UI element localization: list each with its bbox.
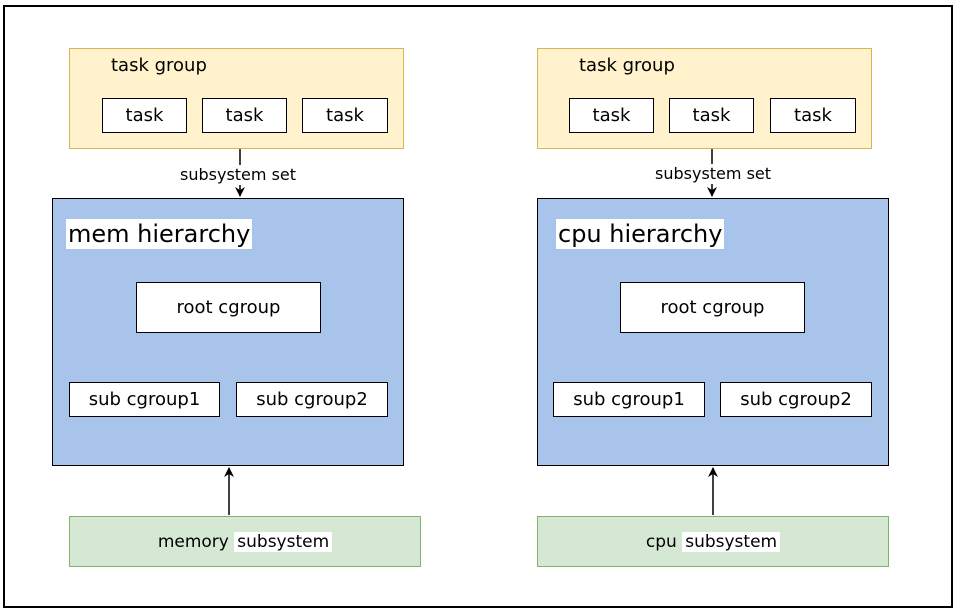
left-task-group-label: task group [111, 55, 207, 76]
right-edge-label: subsystem set [654, 164, 773, 184]
left-sub-cgroup2: sub cgroup2 [236, 382, 388, 417]
right-root-cgroup: root cgroup [620, 282, 805, 333]
left-task-1: task [102, 98, 187, 133]
right-task-group-label: task group [579, 55, 675, 76]
left-subsystem: memory subsystem [69, 516, 421, 567]
right-subsystem: cpu subsystem [537, 516, 889, 567]
left-subsystem-highlight: subsystem [234, 531, 333, 552]
left-task-2: task [202, 98, 287, 133]
left-sub-cgroup1: sub cgroup1 [69, 382, 220, 417]
right-sub-cgroup1: sub cgroup1 [553, 382, 705, 417]
right-task-3: task [770, 98, 856, 133]
right-task-2: task [669, 98, 754, 133]
right-sub-cgroup2: sub cgroup2 [720, 382, 872, 417]
right-hierarchy-label: cpu hierarchy [556, 219, 725, 249]
left-edge-label: subsystem set [179, 165, 298, 185]
left-hierarchy-label: mem hierarchy [66, 219, 253, 249]
right-subsystem-prefix: cpu [645, 531, 683, 552]
left-root-cgroup: root cgroup [136, 282, 321, 333]
right-task-1: task [569, 98, 654, 133]
right-subsystem-highlight: subsystem [682, 531, 781, 552]
left-task-3: task [302, 98, 388, 133]
diagram-frame [3, 5, 953, 608]
left-subsystem-prefix: memory [157, 531, 235, 552]
